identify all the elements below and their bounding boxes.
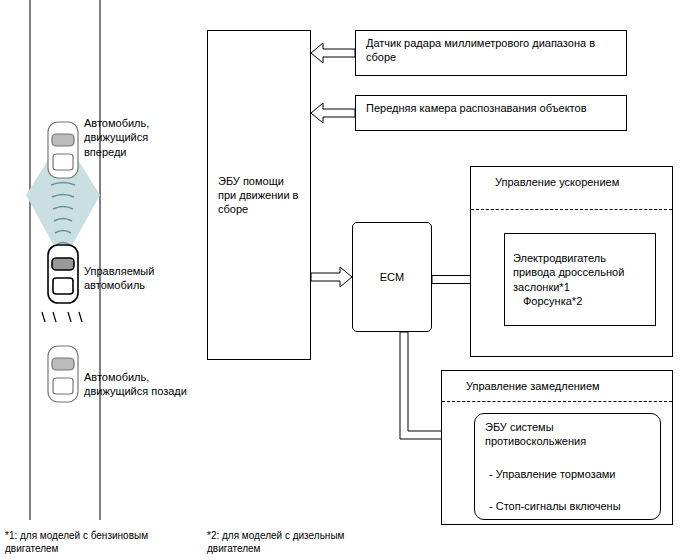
hollow-arrow: [311, 103, 355, 123]
motion-marks: [42, 312, 82, 322]
hollow-arrow: [311, 267, 352, 287]
node-text: - Стоп-сигналы включены: [485, 499, 650, 513]
abs-ecu-box: ЭБУ системы противоскольжения - Управлени…: [474, 413, 661, 520]
sensor-box: Датчик радара миллиметрового диапазона в…: [355, 30, 627, 76]
node-title: ECM: [380, 270, 404, 284]
footnote: *2: для моделей с дизельным двигателем: [207, 529, 397, 555]
node-title: Передняя камера распознавания объектов: [366, 101, 616, 115]
node-title: Электродвигатель привода дроссельной зас…: [513, 251, 647, 294]
road-edge: [30, 0, 31, 520]
ecm-box: ECM: [352, 222, 432, 332]
control-group: Управление замедлениемЭБУ системы против…: [441, 370, 673, 525]
node-title: Управление замедлением: [442, 371, 672, 402]
node-title: ЭБУ помощи при движении в сборе: [218, 174, 300, 217]
road-edge: [100, 0, 101, 520]
vehicle-label: Управляемый автомобиль: [84, 264, 184, 293]
radar-waves: [50, 171, 76, 246]
vehicle-label: Автомобиль, движущийся позади: [84, 370, 194, 399]
node-title: ЭБУ системы противоскольжения: [485, 420, 650, 449]
following-car: [48, 346, 78, 402]
footnote: *1: для моделей с бензиновым двигателем: [5, 529, 200, 555]
actuator-box: Электродвигатель привода дроссельной зас…: [504, 233, 656, 326]
ecu-box: ЭБУ помощи при движении в сборе: [207, 30, 311, 360]
node-text: Форсунка*2: [513, 294, 647, 308]
control-group: Управление ускорениемЭлектродвигатель пр…: [470, 166, 673, 357]
camera-box: Передняя камера распознавания объектов: [355, 95, 627, 131]
lead-car: [48, 122, 78, 178]
node-title: Датчик радара миллиметрового диапазона в…: [366, 36, 616, 65]
node-title: Управление ускорением: [471, 167, 672, 210]
own-car: [48, 245, 78, 303]
vehicle-label: Автомобиль, движущийся впереди: [84, 116, 184, 159]
node-text: - Управление тормозами: [485, 467, 650, 481]
hollow-arrow: [311, 43, 355, 63]
